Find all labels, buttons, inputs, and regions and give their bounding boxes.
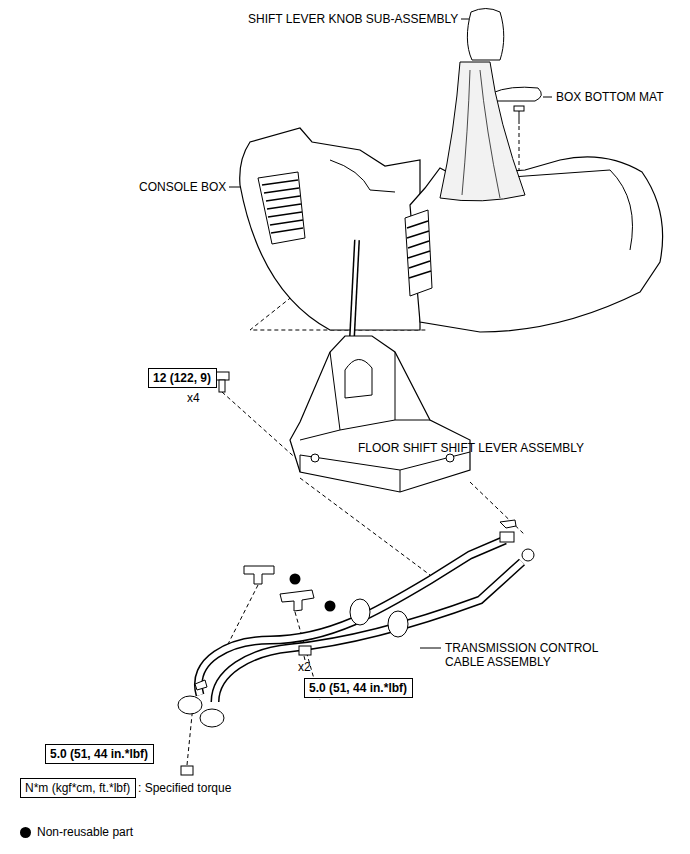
part-name: FLOOR SHIFT SHIFT LEVER ASSEMBLY <box>358 441 584 455</box>
node-text: 5.0 (51, 44 in.*lbf) <box>309 681 408 695</box>
screw <box>514 106 524 124</box>
leader-line <box>420 648 441 649</box>
node-text: 5.0 (51, 44 in.*lbf) <box>50 747 149 761</box>
console-rear <box>240 128 420 330</box>
shift-lever-housing <box>290 336 470 492</box>
node-text: N*m (kgf*cm, ft.*lbf) <box>25 781 131 795</box>
legend-text: Non-reusable part <box>37 825 133 839</box>
bolt <box>215 372 229 392</box>
torque-spec: 12 (122, 9) <box>148 368 217 388</box>
part-name: SHIFT LEVER KNOB SUB-ASSEMBLY <box>248 12 458 26</box>
leader-line <box>461 19 470 20</box>
non-reusable-dot <box>290 574 301 585</box>
legend-item: Non-reusable part <box>20 825 133 839</box>
quantity: x4 <box>187 391 200 405</box>
leader-line <box>543 97 552 98</box>
console-edge <box>330 160 395 192</box>
nut <box>181 646 311 775</box>
vent-slats <box>262 180 303 233</box>
part-name: CONSOLE BOX <box>139 180 226 194</box>
legend-text: : Specified torque <box>138 781 231 795</box>
node-text: 12 (122, 9) <box>153 371 212 385</box>
box-bottom-mat <box>491 87 542 101</box>
legend-dot <box>20 827 31 838</box>
vent-grille <box>405 210 432 296</box>
shift-knob <box>467 9 503 61</box>
non-reusable-dot <box>325 601 336 612</box>
torque-spec: 5.0 (51, 44 in.*lbf) <box>304 678 413 698</box>
part-name: BOX BOTTOM MAT <box>556 90 664 104</box>
vent-slats <box>407 221 431 278</box>
cable-adjuster <box>178 532 534 727</box>
torque-spec: 5.0 (51, 44 in.*lbf) <box>45 744 154 764</box>
control-cable <box>198 540 522 702</box>
shift-boot <box>440 62 525 201</box>
quantity: x2 <box>298 660 311 674</box>
legend-torque-box: N*m (kgf*cm, ft.*lbf) <box>20 778 136 798</box>
part-name: TRANSMISSION CONTROL CABLE ASSEMBLY <box>445 641 625 669</box>
vent-grille <box>258 172 305 244</box>
leader-line <box>229 187 241 188</box>
